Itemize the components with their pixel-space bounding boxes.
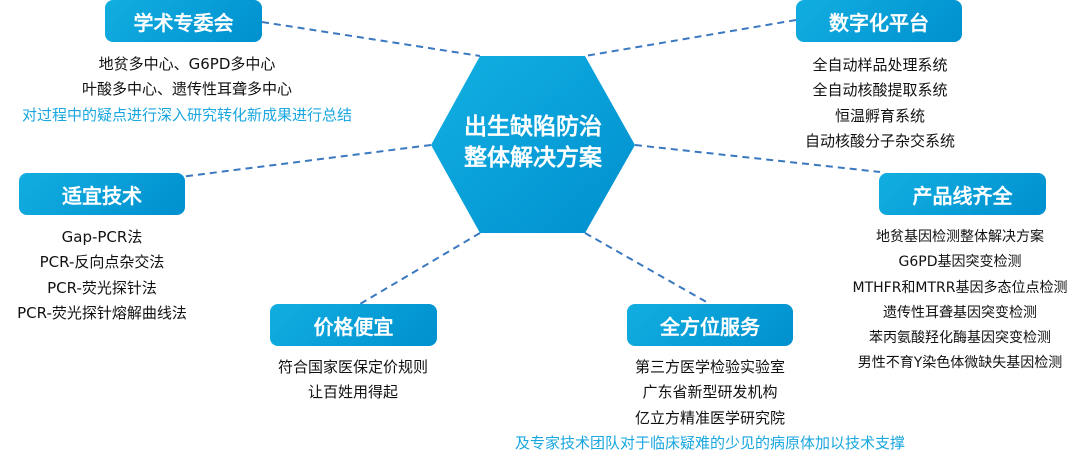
academic-note: 对过程中的疑点进行深入研究转化新成果进行总结	[21, 105, 353, 124]
list-item: 男性不育Y染色体微缺失基因检测	[857, 355, 1063, 372]
list-item: 地贫基因检测整体解决方案	[876, 229, 1044, 245]
center-hexagon	[431, 56, 635, 233]
price-items: 符合国家医保定价规则 让百姓用得起	[278, 355, 428, 406]
node-tech: 适宜技术	[19, 173, 185, 215]
list-item: 让百姓用得起	[307, 383, 399, 402]
node-academic: 学术专委会	[105, 0, 262, 42]
list-item: PCR-荧光探针熔解曲线法	[17, 303, 187, 322]
list-item: Gap-PCR法	[61, 228, 143, 246]
list-item: 全自动样品处理系统	[812, 56, 948, 74]
node-service: 全方位服务	[627, 304, 793, 346]
center-title-line1: 出生缺陷防治	[464, 114, 602, 140]
list-item: PCR-荧光探针法	[47, 278, 157, 297]
list-item: PCR-反向点杂交法	[39, 253, 165, 272]
node-price: 价格便宜	[270, 304, 437, 346]
connector-tech	[179, 144, 432, 178]
tech-items: Gap-PCR法 PCR-反向点杂交法 PCR-荧光探针法 PCR-荧光探针熔解…	[17, 225, 187, 326]
connector-products	[634, 144, 881, 173]
connector-price	[359, 232, 481, 305]
connector-digital	[584, 19, 797, 57]
center-title-line2: 整体解决方案	[464, 145, 602, 171]
list-item: 广东省新型研发机构	[642, 383, 778, 402]
list-item: 叶酸多中心、遗传性耳聋多中心	[81, 80, 293, 99]
list-item: 亿立方精准医学研究院	[634, 408, 786, 427]
academic-items: 地贫多中心、G6PD多中心 叶酸多中心、遗传性耳聋多中心 对过程中的疑点进行深入…	[22, 52, 352, 128]
list-item: 第三方医学检验实验室	[634, 358, 786, 376]
connector-academic	[261, 21, 481, 57]
list-item: 自动核酸分子杂交系统	[804, 131, 956, 150]
connector-service	[584, 232, 711, 305]
list-item: 遗传性耳聋基因突变检测	[883, 304, 1037, 321]
list-item: 恒温孵育系统	[834, 106, 926, 125]
list-item: G6PD基因突变检测	[898, 254, 1022, 271]
service-note: 及专家技术团队对于临床疑难的少见的病原体加以技术支撑	[514, 433, 906, 452]
center-title: 出生缺陷防治 整体解决方案	[431, 112, 635, 174]
list-item: 符合国家医保定价规则	[277, 358, 429, 376]
list-item: MTHFR和MTRR基因多态位点检测	[852, 279, 1068, 296]
node-products: 产品线齐全	[879, 173, 1046, 215]
list-item: 地贫多中心、G6PD多中心	[98, 55, 276, 73]
service-items: 第三方医学检验实验室 广东省新型研发机构 亿立方精准医学研究院 及专家技术团队对…	[515, 355, 905, 456]
digital-items: 全自动样品处理系统 全自动核酸提取系统 恒温孵育系统 自动核酸分子杂交系统	[805, 53, 955, 154]
list-item: 全自动核酸提取系统	[812, 81, 948, 100]
node-digital: 数字化平台	[796, 0, 962, 42]
list-item: 苯丙氨酸羟化酶基因突变检测	[869, 330, 1051, 347]
products-items: 地贫基因检测整体解决方案 G6PD基因突变检测 MTHFR和MTRR基因多态位点…	[852, 225, 1067, 377]
